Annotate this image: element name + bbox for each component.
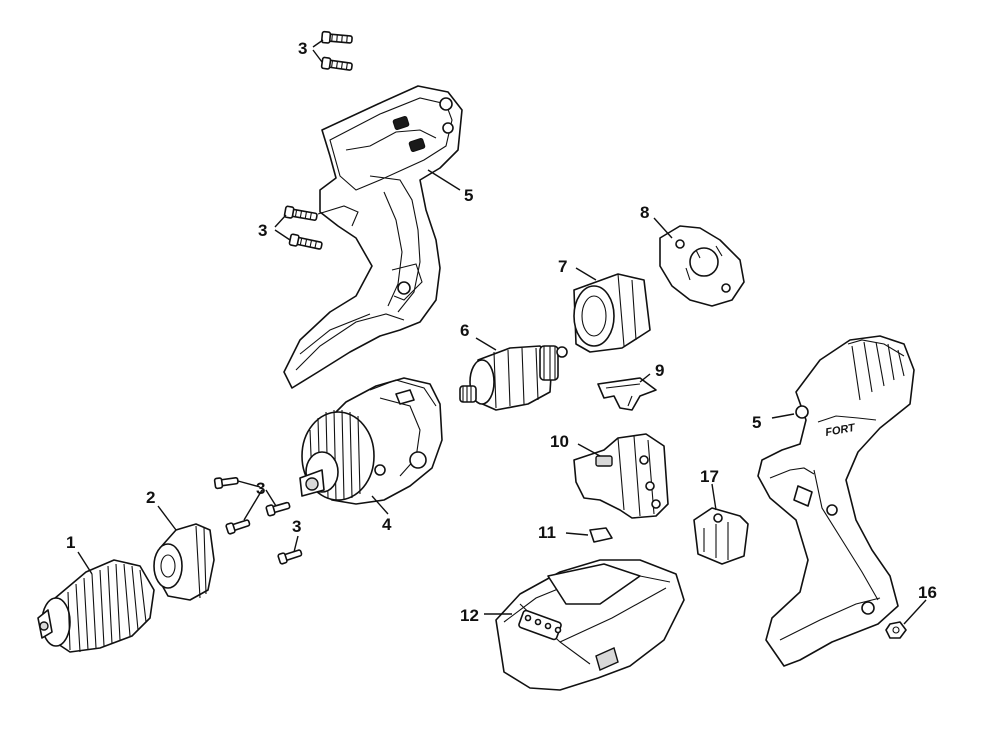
battery-pack — [495, 559, 685, 691]
screw-pair-mid — [283, 205, 323, 250]
battery-terminal-block — [693, 507, 749, 565]
screw-set-gearbox — [213, 476, 303, 565]
leader-5-right — [771, 413, 795, 419]
callout-5-left: 5 — [464, 186, 473, 205]
screw — [213, 476, 239, 490]
callout-6: 6 — [460, 321, 469, 340]
brush-plate — [659, 225, 745, 307]
screw — [288, 233, 323, 250]
stator-magnet — [573, 273, 651, 353]
gearbox-assembly — [299, 377, 443, 505]
leader-10 — [577, 443, 601, 457]
screw — [265, 501, 291, 517]
callout-17: 17 — [700, 467, 719, 486]
screw — [320, 30, 353, 44]
callout-5-right: 5 — [752, 413, 761, 432]
callout-1: 1 — [66, 533, 75, 552]
callout-2: 2 — [146, 488, 155, 507]
leader-7 — [575, 267, 597, 281]
screw — [320, 56, 353, 71]
callout-3-lower: 3 — [292, 517, 301, 536]
callout-10: 10 — [550, 432, 569, 451]
leader-9 — [639, 373, 651, 383]
leader-8 — [653, 217, 673, 239]
leader-17 — [711, 483, 717, 511]
leader-1 — [77, 551, 93, 575]
small-clip — [589, 527, 613, 543]
callout-8: 8 — [640, 203, 649, 222]
pinion-gear — [459, 385, 477, 403]
leader-16 — [903, 599, 927, 625]
housing-right-half: FORT — [757, 335, 915, 667]
callout-3-mid: 3 — [258, 221, 267, 240]
screw — [277, 549, 303, 565]
leader-3-mid — [274, 214, 291, 241]
callout-12: 12 — [460, 606, 479, 625]
callout-4: 4 — [382, 515, 392, 534]
housing-logo: FORT — [824, 422, 857, 439]
leader-2 — [157, 505, 177, 531]
housing-left-half — [283, 85, 463, 389]
callout-3-top: 3 — [298, 39, 307, 58]
callout-16: 16 — [918, 583, 937, 602]
hex-nut — [885, 621, 907, 639]
switch-bracket — [597, 377, 657, 411]
leader-3-lower — [293, 535, 299, 553]
leader-6 — [475, 337, 497, 351]
callout-11: 11 — [538, 523, 556, 542]
leader-3-top — [312, 39, 324, 63]
callout-3-gearbox: 3 — [256, 479, 265, 498]
leader-4 — [371, 495, 389, 515]
armature-rotor — [459, 345, 568, 411]
screw — [225, 519, 251, 535]
leader-5-left — [427, 169, 461, 191]
screw — [283, 205, 318, 221]
callout-7: 7 — [558, 257, 567, 276]
leader-3-gearbox — [237, 480, 277, 521]
keyless-chuck — [37, 559, 155, 653]
screw-pair-top — [320, 30, 353, 71]
trigger-switch — [573, 433, 669, 519]
leader-11 — [565, 532, 589, 536]
chuck-adapter — [153, 523, 215, 601]
callout-9: 9 — [655, 361, 664, 380]
